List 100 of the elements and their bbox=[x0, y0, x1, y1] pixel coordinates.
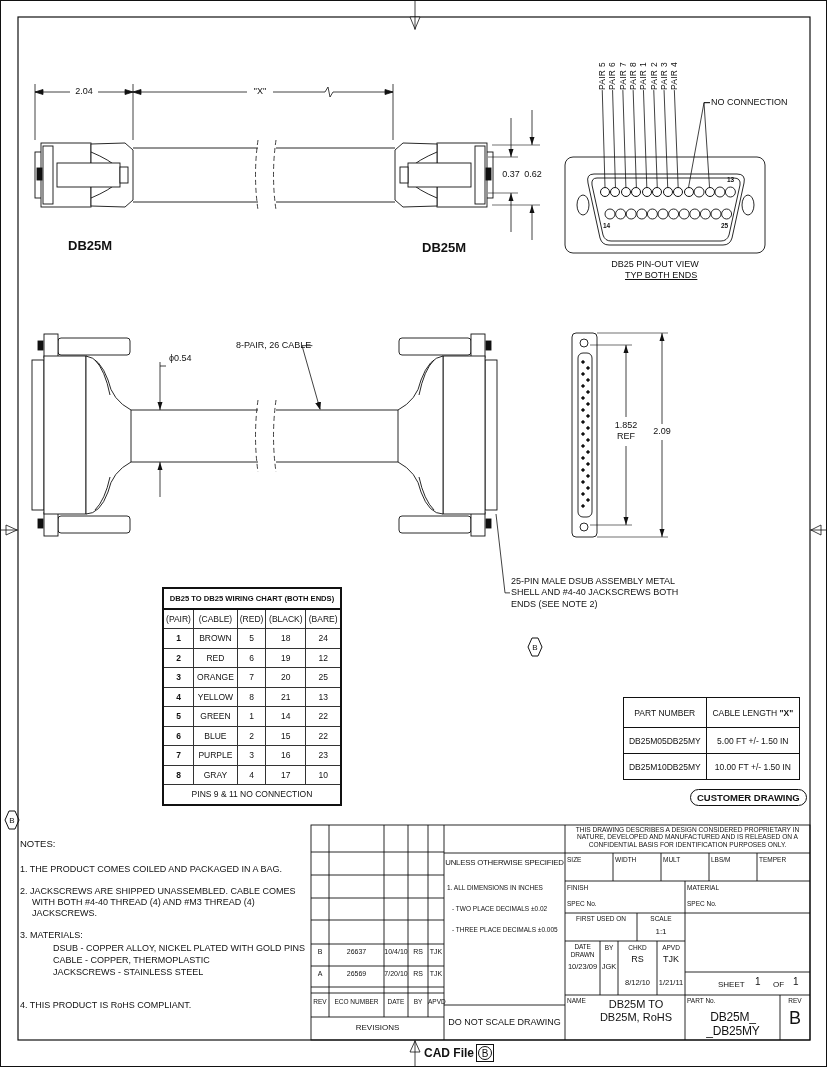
pin-number: 19 bbox=[265, 648, 306, 668]
field-value: RS bbox=[630, 954, 645, 965]
pair-number: 4 bbox=[163, 687, 194, 707]
cable-color: BROWN bbox=[193, 628, 238, 648]
callout-text: PAIR 5 bbox=[598, 62, 607, 91]
revision-marker: B bbox=[527, 637, 543, 657]
leader-line bbox=[673, 89, 679, 188]
connector-pin bbox=[704, 187, 715, 197]
revision-marker: B bbox=[4, 810, 20, 830]
callout-text: PAIR 3 bbox=[659, 62, 669, 91]
dimension-value: ϕ0.54 bbox=[169, 353, 192, 364]
leader-line bbox=[622, 89, 627, 188]
view-caption: DB25 PIN-OUT VIEW bbox=[610, 259, 700, 270]
pair-number: 3 bbox=[163, 667, 194, 687]
part-number: DB25M10DB25MY bbox=[623, 753, 707, 780]
pin-number: 17 bbox=[265, 765, 306, 785]
leader-line bbox=[632, 89, 637, 188]
leader-line bbox=[601, 89, 606, 188]
connector-pin bbox=[610, 187, 621, 197]
connector-label: DB25M bbox=[68, 238, 113, 254]
leader-line bbox=[663, 89, 669, 188]
callout-text: PAIR 8 bbox=[628, 62, 638, 91]
field-value: 1 bbox=[793, 976, 799, 988]
pin-number: 5 bbox=[237, 628, 266, 648]
leader-line bbox=[703, 102, 711, 188]
column-header: (PAIR) bbox=[163, 608, 194, 629]
note-text: DSUB - COPPER ALLOY, NICKEL PLATED WITH GOLD PINS bbox=[53, 943, 305, 954]
revision-letter: B bbox=[788, 1008, 802, 1030]
dimension-value: 0.37 bbox=[501, 169, 521, 180]
note-text: JACKSCREWS - STAINLESS STEEL bbox=[53, 967, 204, 978]
dimension-value: "X" bbox=[252, 86, 268, 97]
column-header: CABLE LENGTH "X" bbox=[706, 697, 800, 728]
pin-number: 16 bbox=[265, 745, 306, 765]
pair-number: 1 bbox=[163, 628, 194, 648]
callout-text: PAIR 4 bbox=[670, 62, 679, 91]
dimension-value: 0.62 bbox=[523, 169, 543, 180]
note-text: 4. THIS PRODUCT IS RoHS COMPLIANT. bbox=[20, 1000, 192, 1011]
notes-heading: NOTES: bbox=[20, 838, 56, 850]
field-value: TJK bbox=[662, 954, 680, 965]
cable-length: 10.00 FT +/- 1.50 IN bbox=[706, 753, 800, 780]
callout-text: PAIR 2 bbox=[649, 62, 658, 91]
connector-pin bbox=[631, 187, 642, 197]
pin-number: 1 bbox=[237, 706, 266, 726]
pair-number: 5 bbox=[163, 706, 194, 726]
connector-pin bbox=[641, 187, 652, 197]
field-caption: OF bbox=[773, 980, 785, 990]
cable-length: 5.00 FT +/- 1.50 IN bbox=[706, 727, 800, 754]
pin-number: 18 bbox=[265, 628, 306, 648]
field-caption: SHEET bbox=[718, 980, 745, 990]
pin-number: 4 bbox=[237, 765, 266, 785]
column-header: (BLACK) bbox=[265, 608, 306, 629]
pair-number: 7 bbox=[163, 745, 194, 765]
pin-number: 14 bbox=[265, 706, 306, 726]
column-header: (CABLE) bbox=[193, 608, 238, 629]
view-caption: TYP BOTH ENDS bbox=[625, 270, 698, 281]
cable-color: BLUE bbox=[193, 726, 238, 746]
connector-pin bbox=[620, 187, 631, 197]
pin-number: 8 bbox=[237, 687, 266, 707]
callout-text: 8-PAIR, 26 CABLE bbox=[236, 340, 312, 352]
leader-line bbox=[495, 513, 511, 594]
revision-marker: B bbox=[476, 1044, 494, 1062]
cable-color: GRAY bbox=[193, 765, 238, 785]
cable-color: YELLOW bbox=[193, 687, 238, 707]
note-text: 3. MATERIALS: bbox=[20, 930, 83, 941]
connector-pin bbox=[662, 187, 673, 197]
leader-line bbox=[653, 89, 658, 188]
pin-number: 15 bbox=[265, 726, 306, 746]
field-value: 1 bbox=[755, 976, 761, 988]
file-note: CAD File bbox=[424, 1046, 474, 1061]
block-text: DO NOT SCALE DRAWING bbox=[447, 1017, 562, 1028]
callout-text: 25-PIN MALE DSUB ASSEMBLY METAL SHELL AND #4-40 JACKSCREWS BOTH ENDS (SEE NOTE 2) bbox=[511, 576, 686, 610]
pin-number: 7 bbox=[237, 667, 266, 687]
note-text: 2. JACKSCREWS ARE SHIPPED UNASSEMBLED. CABLE COMES WITH BOTH #4-40 THREAD (4) AND #M3 THREAD (4) JACKSCREWS. bbox=[20, 886, 297, 919]
pin-number: 20 bbox=[265, 667, 306, 687]
pair-number: 2 bbox=[163, 648, 194, 668]
table-title: REVISIONS bbox=[354, 1023, 401, 1033]
column-header: PART NUMBER bbox=[623, 697, 707, 728]
column-header: (RED) bbox=[237, 608, 266, 629]
callout-text: PAIR 6 bbox=[608, 62, 617, 91]
field-value: 1:1 bbox=[654, 927, 668, 937]
pair-number: 6 bbox=[163, 726, 194, 746]
dimension-value: 2.04 bbox=[74, 86, 94, 97]
pin-number: 21 bbox=[265, 687, 306, 707]
note-text: 1. THE PRODUCT COMES COILED AND PACKAGED IN A BAG. bbox=[20, 864, 283, 875]
leader-line bbox=[643, 89, 648, 188]
cable-color: PURPLE bbox=[193, 745, 238, 765]
part-number: DB25M05DB25MY bbox=[623, 727, 707, 754]
part-number: DB25M_ _DB25MY bbox=[705, 1010, 761, 1039]
leader-line bbox=[612, 89, 616, 188]
callout-text: PAIR 1 bbox=[639, 62, 648, 91]
cable-color: ORANGE bbox=[193, 667, 238, 687]
connector-pin bbox=[683, 187, 694, 197]
callout-text: NO CONNECTION bbox=[711, 97, 788, 109]
cable-color: GREEN bbox=[193, 706, 238, 726]
connector-label: DB25M bbox=[422, 240, 467, 256]
callout-text: PAIR 7 bbox=[618, 62, 628, 91]
pin-number: 2 bbox=[237, 726, 266, 746]
drawing-name: DB25M TO DB25M, RoHS bbox=[598, 998, 674, 1025]
connector-pin bbox=[652, 187, 663, 197]
connector-pin bbox=[600, 187, 610, 197]
